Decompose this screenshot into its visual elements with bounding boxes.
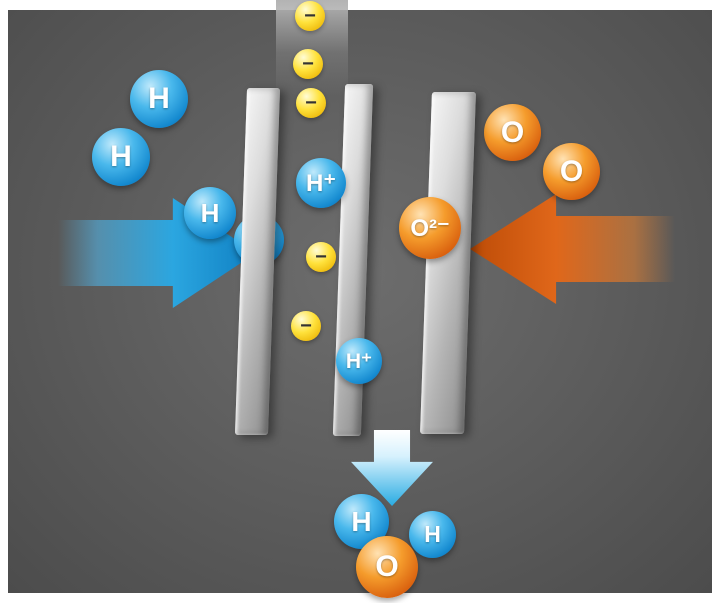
electron-sphere: − xyxy=(306,242,336,272)
oxygen-atom: O xyxy=(543,143,600,200)
water-oxygen-atom: O xyxy=(356,536,418,598)
electron-sphere: − xyxy=(293,49,323,79)
proton-sphere: H⁺ xyxy=(296,158,346,208)
electron-sphere: − xyxy=(296,88,326,118)
water-hydrogen-atom: H xyxy=(409,511,456,558)
hydrogen-atom: H xyxy=(130,70,188,128)
hydrogen-atom: H xyxy=(184,187,236,239)
oxide-ion-sphere: O²⁻ xyxy=(399,197,461,259)
proton-sphere: H⁺ xyxy=(336,338,382,384)
electron-sphere: − xyxy=(291,311,321,341)
oxygen-atom: O xyxy=(484,104,541,161)
water-hydrogen-atom: H xyxy=(334,494,389,549)
electron-sphere: − xyxy=(295,1,325,31)
hydrogen-atom: H xyxy=(92,128,150,186)
